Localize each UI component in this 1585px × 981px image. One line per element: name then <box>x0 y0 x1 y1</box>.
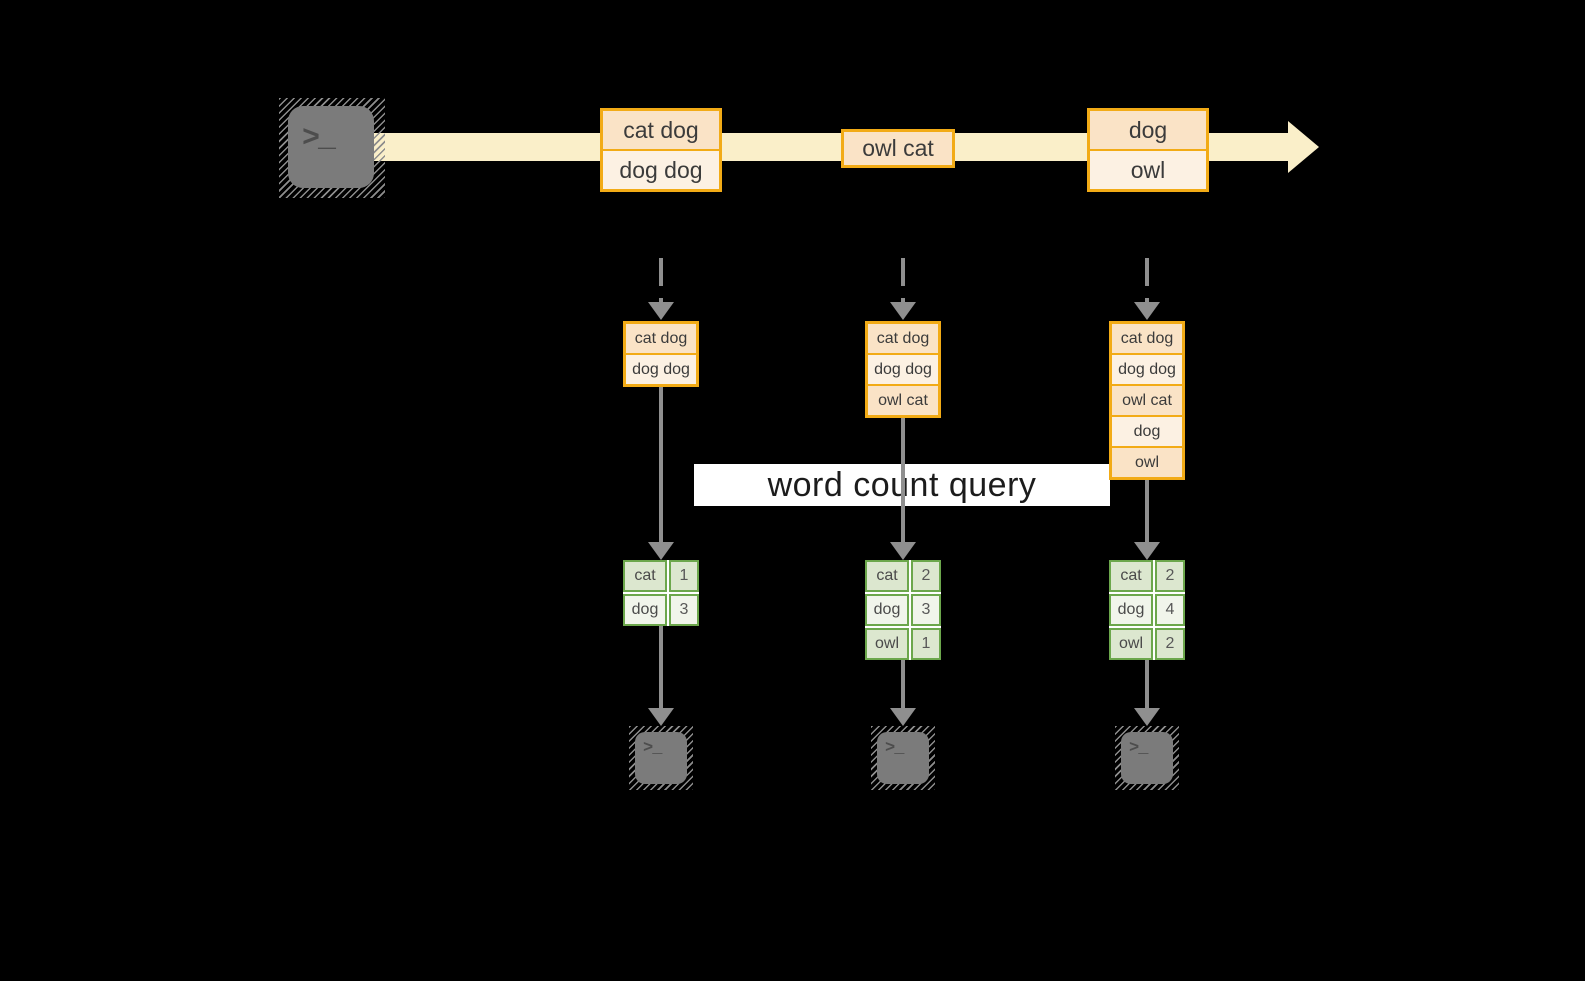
table-row: owl 2 <box>1109 628 1185 660</box>
state-box-1: cat dog dog dog <box>623 321 699 387</box>
count-cell: 1 <box>669 560 699 592</box>
count-cell: 4 <box>1155 594 1185 626</box>
stream-event-box-1: cat dog dog dog <box>600 108 722 192</box>
terminal-prompt-icon: >_ <box>1129 739 1148 758</box>
state-line: cat dog <box>1112 324 1182 353</box>
word-cell: cat <box>865 560 909 592</box>
event-line: dog <box>1090 111 1206 149</box>
table-row: dog 3 <box>623 594 699 626</box>
count-cell: 2 <box>911 560 941 592</box>
word-count-table-1: cat 1 dog 3 <box>623 560 699 626</box>
arrow-down-icon <box>890 417 916 560</box>
dashed-arrow-down-icon <box>890 258 916 320</box>
word-cell: dog <box>865 594 909 626</box>
state-line: cat dog <box>868 324 938 353</box>
word-count-table-2: cat 2 dog 3 owl 1 <box>865 560 941 660</box>
count-cell: 1 <box>911 628 941 660</box>
word-cell: cat <box>1109 560 1153 592</box>
state-box-2: cat dog dog dog owl cat <box>865 321 941 418</box>
terminal-screen: >_ <box>1121 732 1173 784</box>
stream-event-box-3: dog owl <box>1087 108 1209 192</box>
state-line: cat dog <box>626 324 696 353</box>
dashed-arrow-down-icon <box>648 258 674 320</box>
sink-terminal-icon-1: >_ <box>629 726 693 790</box>
table-row: dog 4 <box>1109 594 1185 626</box>
stream-arrowhead-icon <box>1288 121 1319 173</box>
sink-terminal-icon-3: >_ <box>1115 726 1179 790</box>
count-cell: 3 <box>911 594 941 626</box>
sink-terminal-icon-2: >_ <box>871 726 935 790</box>
word-cell: dog <box>623 594 667 626</box>
event-line: cat dog <box>603 111 719 149</box>
event-line: owl cat <box>844 132 952 165</box>
event-line: owl <box>1090 151 1206 189</box>
source-terminal-icon: >_ <box>279 98 385 198</box>
state-line: dog <box>1112 417 1182 446</box>
arrow-down-icon <box>1134 660 1160 726</box>
table-row: dog 3 <box>865 594 941 626</box>
arrow-down-icon <box>648 626 674 726</box>
count-cell: 2 <box>1155 628 1185 660</box>
arrow-down-icon <box>890 660 916 726</box>
state-line: dog dog <box>1112 355 1182 384</box>
table-row: cat 2 <box>865 560 941 592</box>
terminal-prompt-icon: >_ <box>885 739 904 758</box>
word-cell: owl <box>1109 628 1153 660</box>
arrow-down-icon <box>648 386 674 560</box>
state-line: owl cat <box>1112 386 1182 415</box>
event-line: dog dog <box>603 151 719 189</box>
terminal-screen: >_ <box>877 732 929 784</box>
word-cell: dog <box>1109 594 1153 626</box>
word-count-table-3: cat 2 dog 4 owl 2 <box>1109 560 1185 660</box>
terminal-screen: >_ <box>288 106 374 188</box>
terminal-prompt-icon: >_ <box>302 122 336 156</box>
word-cell: cat <box>623 560 667 592</box>
state-line: owl cat <box>868 386 938 415</box>
terminal-prompt-icon: >_ <box>643 739 662 758</box>
terminal-screen: >_ <box>635 732 687 784</box>
table-row: owl 1 <box>865 628 941 660</box>
table-row: cat 1 <box>623 560 699 592</box>
dashed-arrow-down-icon <box>1134 258 1160 320</box>
word-cell: owl <box>865 628 909 660</box>
table-row: cat 2 <box>1109 560 1185 592</box>
count-cell: 2 <box>1155 560 1185 592</box>
arrow-down-icon <box>1134 479 1160 560</box>
stream-event-box-2: owl cat <box>841 129 955 168</box>
count-cell: 3 <box>669 594 699 626</box>
state-line: dog dog <box>868 355 938 384</box>
state-line: dog dog <box>626 355 696 384</box>
state-box-3: cat dog dog dog owl cat dog owl <box>1109 321 1185 480</box>
state-line: owl <box>1112 448 1182 477</box>
